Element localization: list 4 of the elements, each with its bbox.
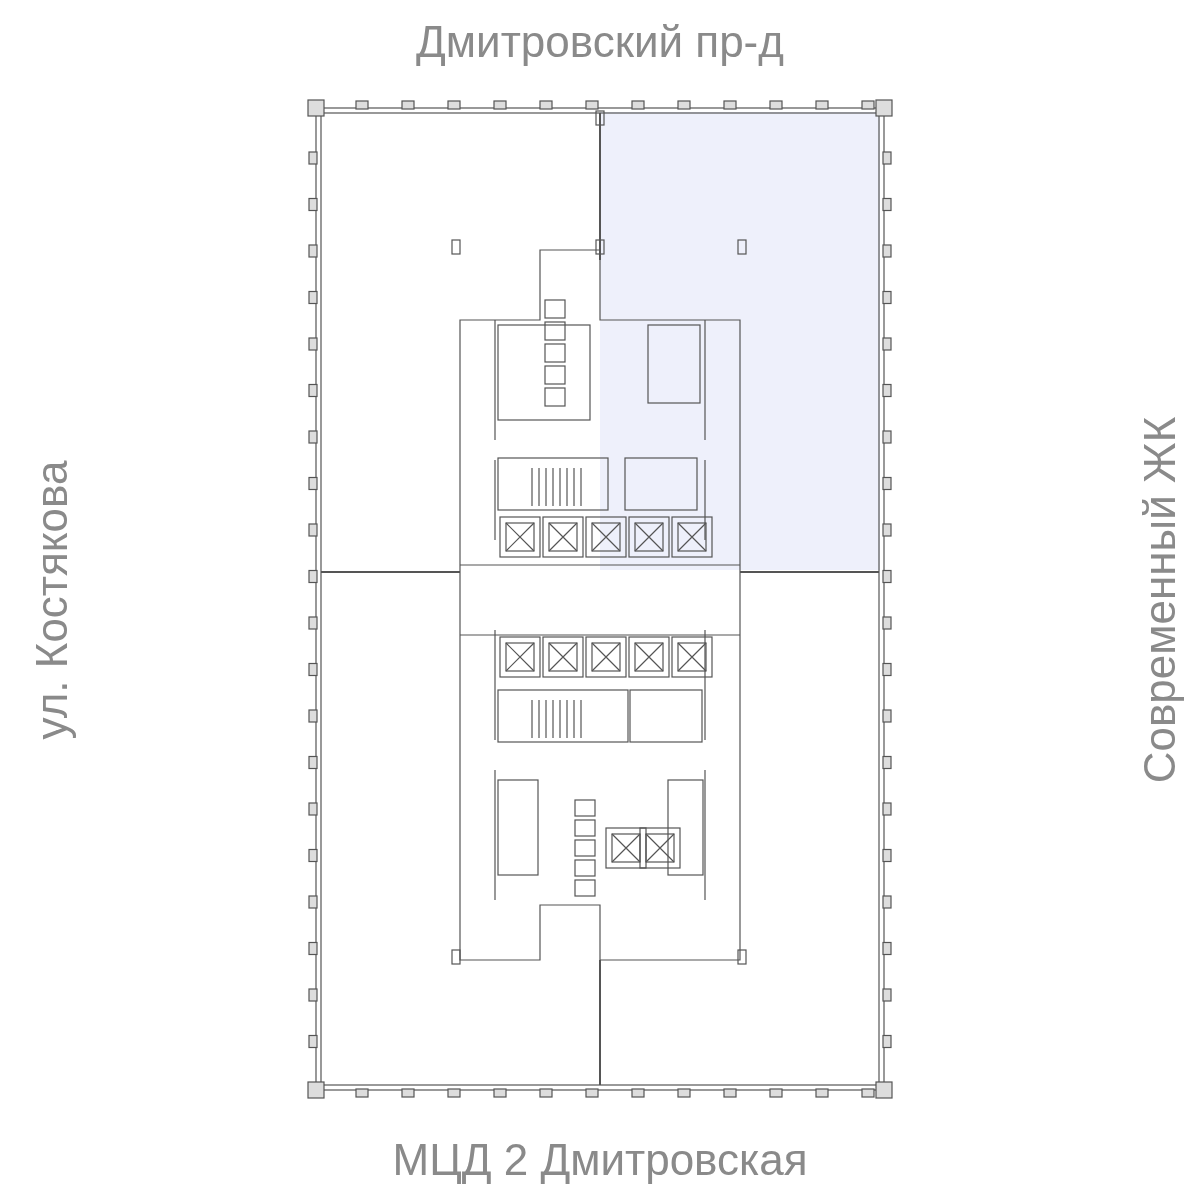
- street-name: Дмитровский пр-д: [416, 20, 784, 64]
- neighbourhood-name: Современный ЖК: [1138, 416, 1182, 784]
- station-name: МЦД 2 Дмитровская: [392, 1138, 808, 1182]
- street-name: ул. Костякова: [30, 460, 74, 740]
